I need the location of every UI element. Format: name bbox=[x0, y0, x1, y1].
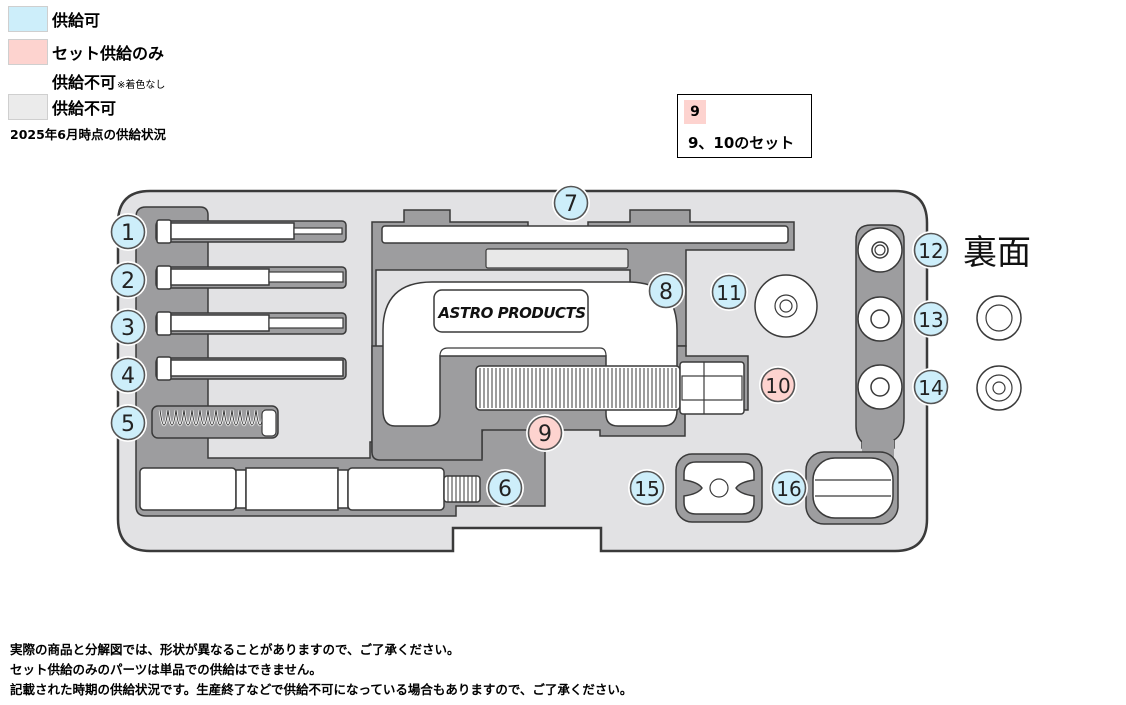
part-14 bbox=[857, 364, 903, 410]
callout-11: 11 bbox=[710, 273, 748, 311]
pin-tool-4 bbox=[155, 356, 347, 381]
callout-4: 4 bbox=[109, 356, 147, 394]
legend-label: 供給不可 bbox=[52, 99, 117, 118]
callout-10: 10 bbox=[759, 366, 797, 404]
part-16 bbox=[805, 451, 899, 525]
brand-logo: ASTRO PRODUCTS bbox=[437, 304, 585, 322]
callout-number: 10 bbox=[765, 374, 790, 398]
legend-label: 供給可 bbox=[52, 11, 101, 30]
pin-tool-1 bbox=[155, 219, 347, 244]
note-line: 記載された時期の供給状況です。生産終了などで供給不可になっている場合もありますの… bbox=[10, 682, 633, 697]
callout-3: 3 bbox=[109, 308, 147, 346]
callout-circle bbox=[629, 470, 665, 506]
set-text: 9、10のセット bbox=[688, 134, 795, 152]
callout-13: 13 bbox=[912, 300, 950, 338]
callout-number: 12 bbox=[918, 239, 943, 263]
legend-item-unavailable: 供給不可 bbox=[8, 94, 116, 120]
legend-label: セット供給のみ bbox=[52, 44, 165, 63]
part-11 bbox=[754, 274, 818, 338]
screw-9 bbox=[475, 361, 745, 415]
callout-15: 15 bbox=[628, 469, 666, 507]
note-line: セット供給のみのパーツは単品での供給はできません。 bbox=[10, 662, 322, 677]
legend-swatch bbox=[8, 39, 48, 65]
callout-number: 3 bbox=[121, 316, 135, 341]
callout-number: 6 bbox=[498, 477, 512, 502]
callout-circle bbox=[760, 367, 796, 403]
callout-number: 2 bbox=[121, 269, 135, 294]
callout-2: 2 bbox=[109, 261, 147, 299]
brand-logo-plate bbox=[433, 289, 589, 333]
legend-item-unavailable-uncolored: 供給不可※着色なし bbox=[8, 68, 165, 94]
callout-circle bbox=[110, 214, 146, 250]
callout-circle bbox=[913, 369, 949, 405]
callout-number: 13 bbox=[918, 308, 943, 332]
part-13 bbox=[857, 296, 903, 342]
callout-circle bbox=[553, 185, 589, 221]
pin-tool-2 bbox=[155, 265, 347, 290]
part-12 bbox=[857, 227, 903, 273]
callout-number: 16 bbox=[776, 477, 801, 501]
part-15 bbox=[675, 453, 763, 523]
legend-label: 供給不可※着色なし bbox=[52, 73, 166, 92]
callout-circle bbox=[110, 262, 146, 298]
legend-swatch bbox=[8, 68, 48, 94]
callout-number: 14 bbox=[918, 376, 943, 400]
callout-number: 4 bbox=[121, 364, 135, 389]
callout-circle bbox=[110, 405, 146, 441]
callout-12: 12 bbox=[912, 231, 950, 269]
callout-1: 1 bbox=[109, 213, 147, 251]
callout-circle bbox=[913, 301, 949, 337]
legend-note: ※着色なし bbox=[117, 80, 166, 91]
callout-number: 9 bbox=[538, 422, 552, 447]
callout-number: 5 bbox=[121, 412, 135, 437]
callout-6: 6 bbox=[486, 469, 524, 507]
pin-tool-3 bbox=[155, 311, 347, 336]
note-line: 実際の商品と分解図では、形状が異なることがありますので、ご了承ください。 bbox=[10, 642, 460, 657]
callout-circle bbox=[648, 273, 684, 309]
back-part-13 bbox=[976, 295, 1022, 341]
footer-notes: 実際の商品と分解図では、形状が異なることがありますので、ご了承ください。 セット… bbox=[10, 640, 632, 700]
callout-number: 15 bbox=[634, 477, 659, 501]
frame-8-inner bbox=[439, 347, 607, 357]
legend-item-set-only: セット供給のみ bbox=[8, 39, 164, 65]
spring-5 bbox=[151, 405, 279, 439]
callout-8: 8 bbox=[647, 272, 685, 310]
back-side-label: 裏面 bbox=[963, 233, 1031, 273]
back-part-14 bbox=[976, 365, 1022, 411]
legend-swatch bbox=[8, 6, 48, 32]
callout-number: 1 bbox=[121, 221, 135, 246]
callout-circle bbox=[913, 232, 949, 268]
callout-circle bbox=[110, 309, 146, 345]
callout-circle bbox=[527, 415, 563, 451]
bar-7 bbox=[381, 225, 789, 269]
callout-circle bbox=[711, 274, 747, 310]
callout-number: 11 bbox=[716, 281, 741, 305]
callout-5: 5 bbox=[109, 404, 147, 442]
set-badge: 9 bbox=[684, 100, 706, 124]
callout-14: 14 bbox=[912, 368, 950, 406]
legend-item-available: 供給可 bbox=[8, 6, 100, 32]
callout-circle bbox=[487, 470, 523, 506]
legend-swatch bbox=[8, 94, 48, 120]
status-date: 2025年6月時点の供給状況 bbox=[10, 127, 166, 142]
callout-number: 8 bbox=[659, 280, 673, 305]
callout-7: 7 bbox=[552, 184, 590, 222]
callout-circle bbox=[771, 470, 807, 506]
handle-6 bbox=[139, 467, 481, 511]
callout-circle bbox=[110, 357, 146, 393]
set-info-box: 9 9、10のセット bbox=[677, 94, 812, 158]
callout-9: 9 bbox=[526, 414, 564, 452]
callout-number: 7 bbox=[564, 192, 578, 217]
callout-16: 16 bbox=[770, 469, 808, 507]
